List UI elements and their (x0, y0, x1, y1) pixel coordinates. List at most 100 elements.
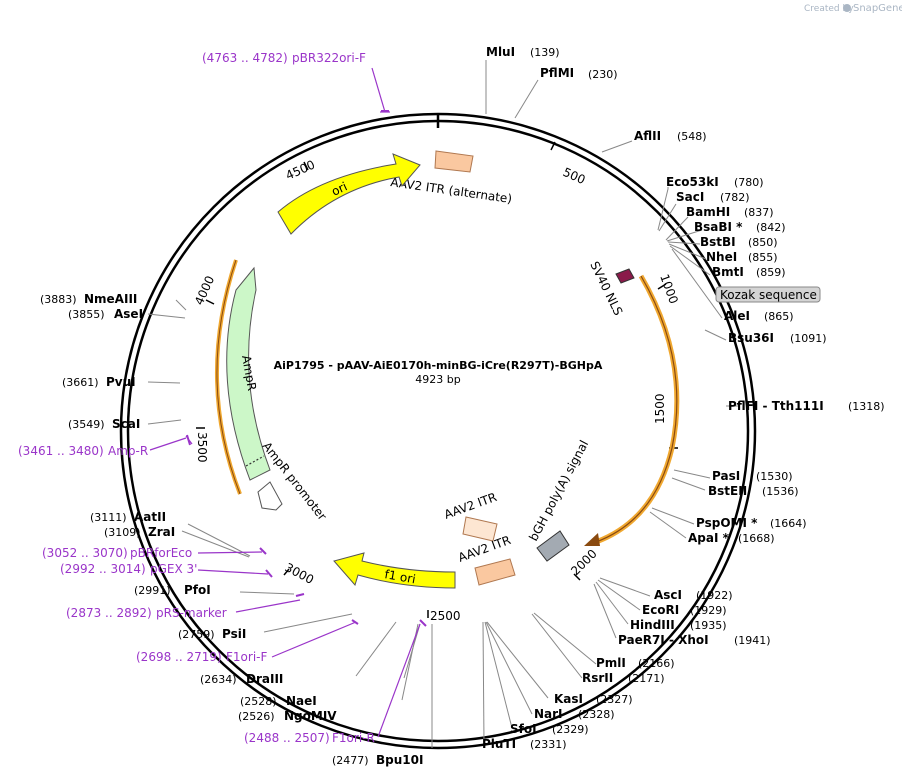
svg-text:(782): (782) (720, 191, 750, 204)
site-apai[interactable]: ApaI *(1668) (688, 531, 775, 545)
site-nari[interactable]: NarI(2328) (534, 707, 615, 721)
site-mlui[interactable]: MluI(139) (486, 45, 560, 59)
site-aflii[interactable]: AflII (548) (634, 129, 707, 143)
svg-text:NgoMIV: NgoMIV (284, 709, 337, 723)
site-psii[interactable]: (2759)PsiI (178, 627, 246, 641)
site-nhei[interactable]: NheI(855) (706, 250, 778, 264)
primer-amp-r[interactable]: (3461 .. 3480)Amp-R (18, 444, 148, 458)
site-ngomiv[interactable]: (2526)NgoMIV (238, 709, 337, 723)
svg-text:AscI: AscI (654, 588, 682, 602)
primer-pgex-3[interactable]: (2992 .. 3014)pGEX 3' (60, 562, 197, 576)
site-hindiii[interactable]: HindIII(1935) (630, 618, 727, 632)
site-bamhi[interactable]: BamHI(837) (686, 205, 774, 219)
itr-box-1[interactable] (462, 516, 498, 542)
site-ecori[interactable]: EcoRI(1929) (642, 603, 727, 617)
site-bsu36i[interactable]: Bsu36I(1091) (728, 331, 827, 345)
svg-text:(1941): (1941) (734, 634, 771, 647)
site-rsrii[interactable]: RsrII(2171) (582, 671, 665, 685)
svg-text:(230): (230) (588, 68, 618, 81)
site-bsteii[interactable]: BstEII(1536) (708, 484, 799, 498)
site-nmeaiii[interactable]: (3883)NmeAIII (40, 292, 137, 306)
kozak-sequence-badge[interactable]: Kozak sequence (715, 286, 821, 303)
plasmid-backbone (119, 112, 757, 750)
site-pspomi[interactable]: PspOMI *(1664) (696, 516, 807, 530)
sv40-nls-label: SV40 NLS (587, 259, 625, 317)
ampr-arrow[interactable] (226, 266, 271, 481)
svg-text:(842): (842) (756, 221, 786, 234)
f1-ori-arrow[interactable] (333, 552, 456, 589)
site-pfoi[interactable]: (2991)PfoI (134, 583, 211, 597)
site-draiii[interactable]: (2634)DraIII (200, 672, 283, 686)
site-aatii[interactable]: (3111) AatII (90, 510, 166, 524)
site-asei[interactable]: (3855)AseI (68, 307, 143, 321)
itr-box-2[interactable] (474, 558, 516, 586)
site-pmli[interactable]: PmlI(2166) (596, 656, 675, 670)
site-alei[interactable]: AleI(865) (724, 309, 794, 323)
svg-text:(548): (548) (677, 130, 707, 143)
ampr-promoter-arrow[interactable] (257, 481, 283, 511)
svg-text:(2698 .. 2719): (2698 .. 2719) (136, 650, 222, 664)
site-pluti[interactable]: PluTI (2331) (482, 737, 567, 751)
ori-arrow[interactable] (277, 153, 421, 235)
tick-label-3500: 3500 (195, 432, 209, 463)
svg-text:PspOMI *: PspOMI * (696, 516, 758, 530)
cds-arrow-icre[interactable] (584, 274, 680, 546)
svg-text:AflII: AflII (634, 129, 661, 143)
site-sfoi[interactable]: SfoI(2329) (510, 722, 589, 736)
svg-text:(837): (837) (744, 206, 774, 219)
primer-connector-lines (149, 67, 421, 738)
site-bmti[interactable]: BmtI(859) (712, 265, 786, 279)
svg-text:(1922): (1922) (696, 589, 733, 602)
svg-text:(855): (855) (748, 251, 778, 264)
bgh-polya-box[interactable] (536, 530, 570, 562)
ampr-cds-outline (215, 259, 242, 495)
ampr-label: AmpR (239, 354, 259, 392)
svg-text:(2331): (2331) (530, 738, 567, 751)
site-paer7i-xhoi[interactable]: PaeR7I - XhoI(1941) (618, 633, 771, 647)
site-kasi[interactable]: KasI(2327) (554, 692, 633, 706)
site-bstbi[interactable]: BstBI(850) (700, 235, 778, 249)
snapgene-logo-icon (843, 4, 851, 12)
svg-text:PflFI - Tth111I: PflFI - Tth111I (728, 399, 824, 413)
plasmid-name: AiP1795 - pAAV-AiE0170h-minBG-iCre(R297T… (274, 359, 603, 372)
svg-text:(2171): (2171) (628, 672, 665, 685)
site-pflmi[interactable]: PflMI(230) (540, 66, 618, 81)
site-naei[interactable]: (2528)NaeI (240, 694, 317, 708)
site-zrai[interactable]: (3109)ZraI (104, 525, 175, 539)
svg-text:PluTI: PluTI (482, 737, 516, 751)
site-pvui[interactable]: (3661)PvuI (62, 375, 136, 389)
site-asci[interactable]: AscI (1922) (654, 588, 733, 602)
primer-pbr322ori-f[interactable]: (4763 .. 4782)pBR322ori-F (202, 51, 366, 65)
itr-label-1: AAV2 ITR (442, 490, 498, 522)
svg-text:DraIII: DraIII (246, 672, 283, 686)
svg-text:HindIII: HindIII (630, 618, 675, 632)
site-bsabi[interactable]: BsaBI *(842) (694, 220, 786, 234)
f1-ori-label: f1 ori (383, 567, 416, 586)
svg-text:AatII: AatII (134, 510, 166, 524)
svg-text:Eco53kI: Eco53kI (666, 175, 719, 189)
svg-text:PsiI: PsiI (222, 627, 246, 641)
site-saci[interactable]: SacI(782) (676, 190, 750, 204)
primer-f1ori-f[interactable]: (2698 .. 2719)F1ori-F (136, 650, 267, 664)
site-scai[interactable]: (3549)ScaI (68, 417, 140, 431)
site-eco53ki[interactable]: Eco53kI(780) (666, 175, 764, 189)
svg-text:PmlI: PmlI (596, 656, 626, 670)
site-pflfi-tth111i[interactable]: PflFI - Tth111I(1318) (728, 399, 885, 413)
svg-text:(2992 .. 3014): (2992 .. 3014) (60, 562, 146, 576)
tick-label-4500: 4500 (284, 158, 318, 183)
primer-pbrforeco[interactable]: (3052 .. 3070)pBRforEco (42, 546, 192, 560)
primer-prs-marker[interactable]: (2873 .. 2892)pRS-marker (66, 606, 227, 620)
svg-text:(3883): (3883) (40, 293, 77, 306)
tick-label-1000: 1000 (657, 272, 681, 305)
svg-text:ApaI *: ApaI * (688, 531, 730, 545)
primer-f1ori-r[interactable]: (2488 .. 2507)F1ori-R (244, 731, 375, 745)
svg-text:(3111): (3111) (90, 511, 127, 524)
itr-alternate-box[interactable] (434, 150, 474, 173)
site-bpu10i[interactable]: (2477)Bpu10I (332, 753, 423, 767)
sv40-nls-box[interactable] (615, 268, 635, 284)
site-pasi[interactable]: PasI(1530) (712, 469, 793, 483)
svg-text:PvuI: PvuI (106, 375, 136, 389)
tick-label-1500: 1500 (653, 393, 667, 424)
svg-text:(2477): (2477) (332, 754, 369, 767)
svg-text:KasI: KasI (554, 692, 583, 706)
